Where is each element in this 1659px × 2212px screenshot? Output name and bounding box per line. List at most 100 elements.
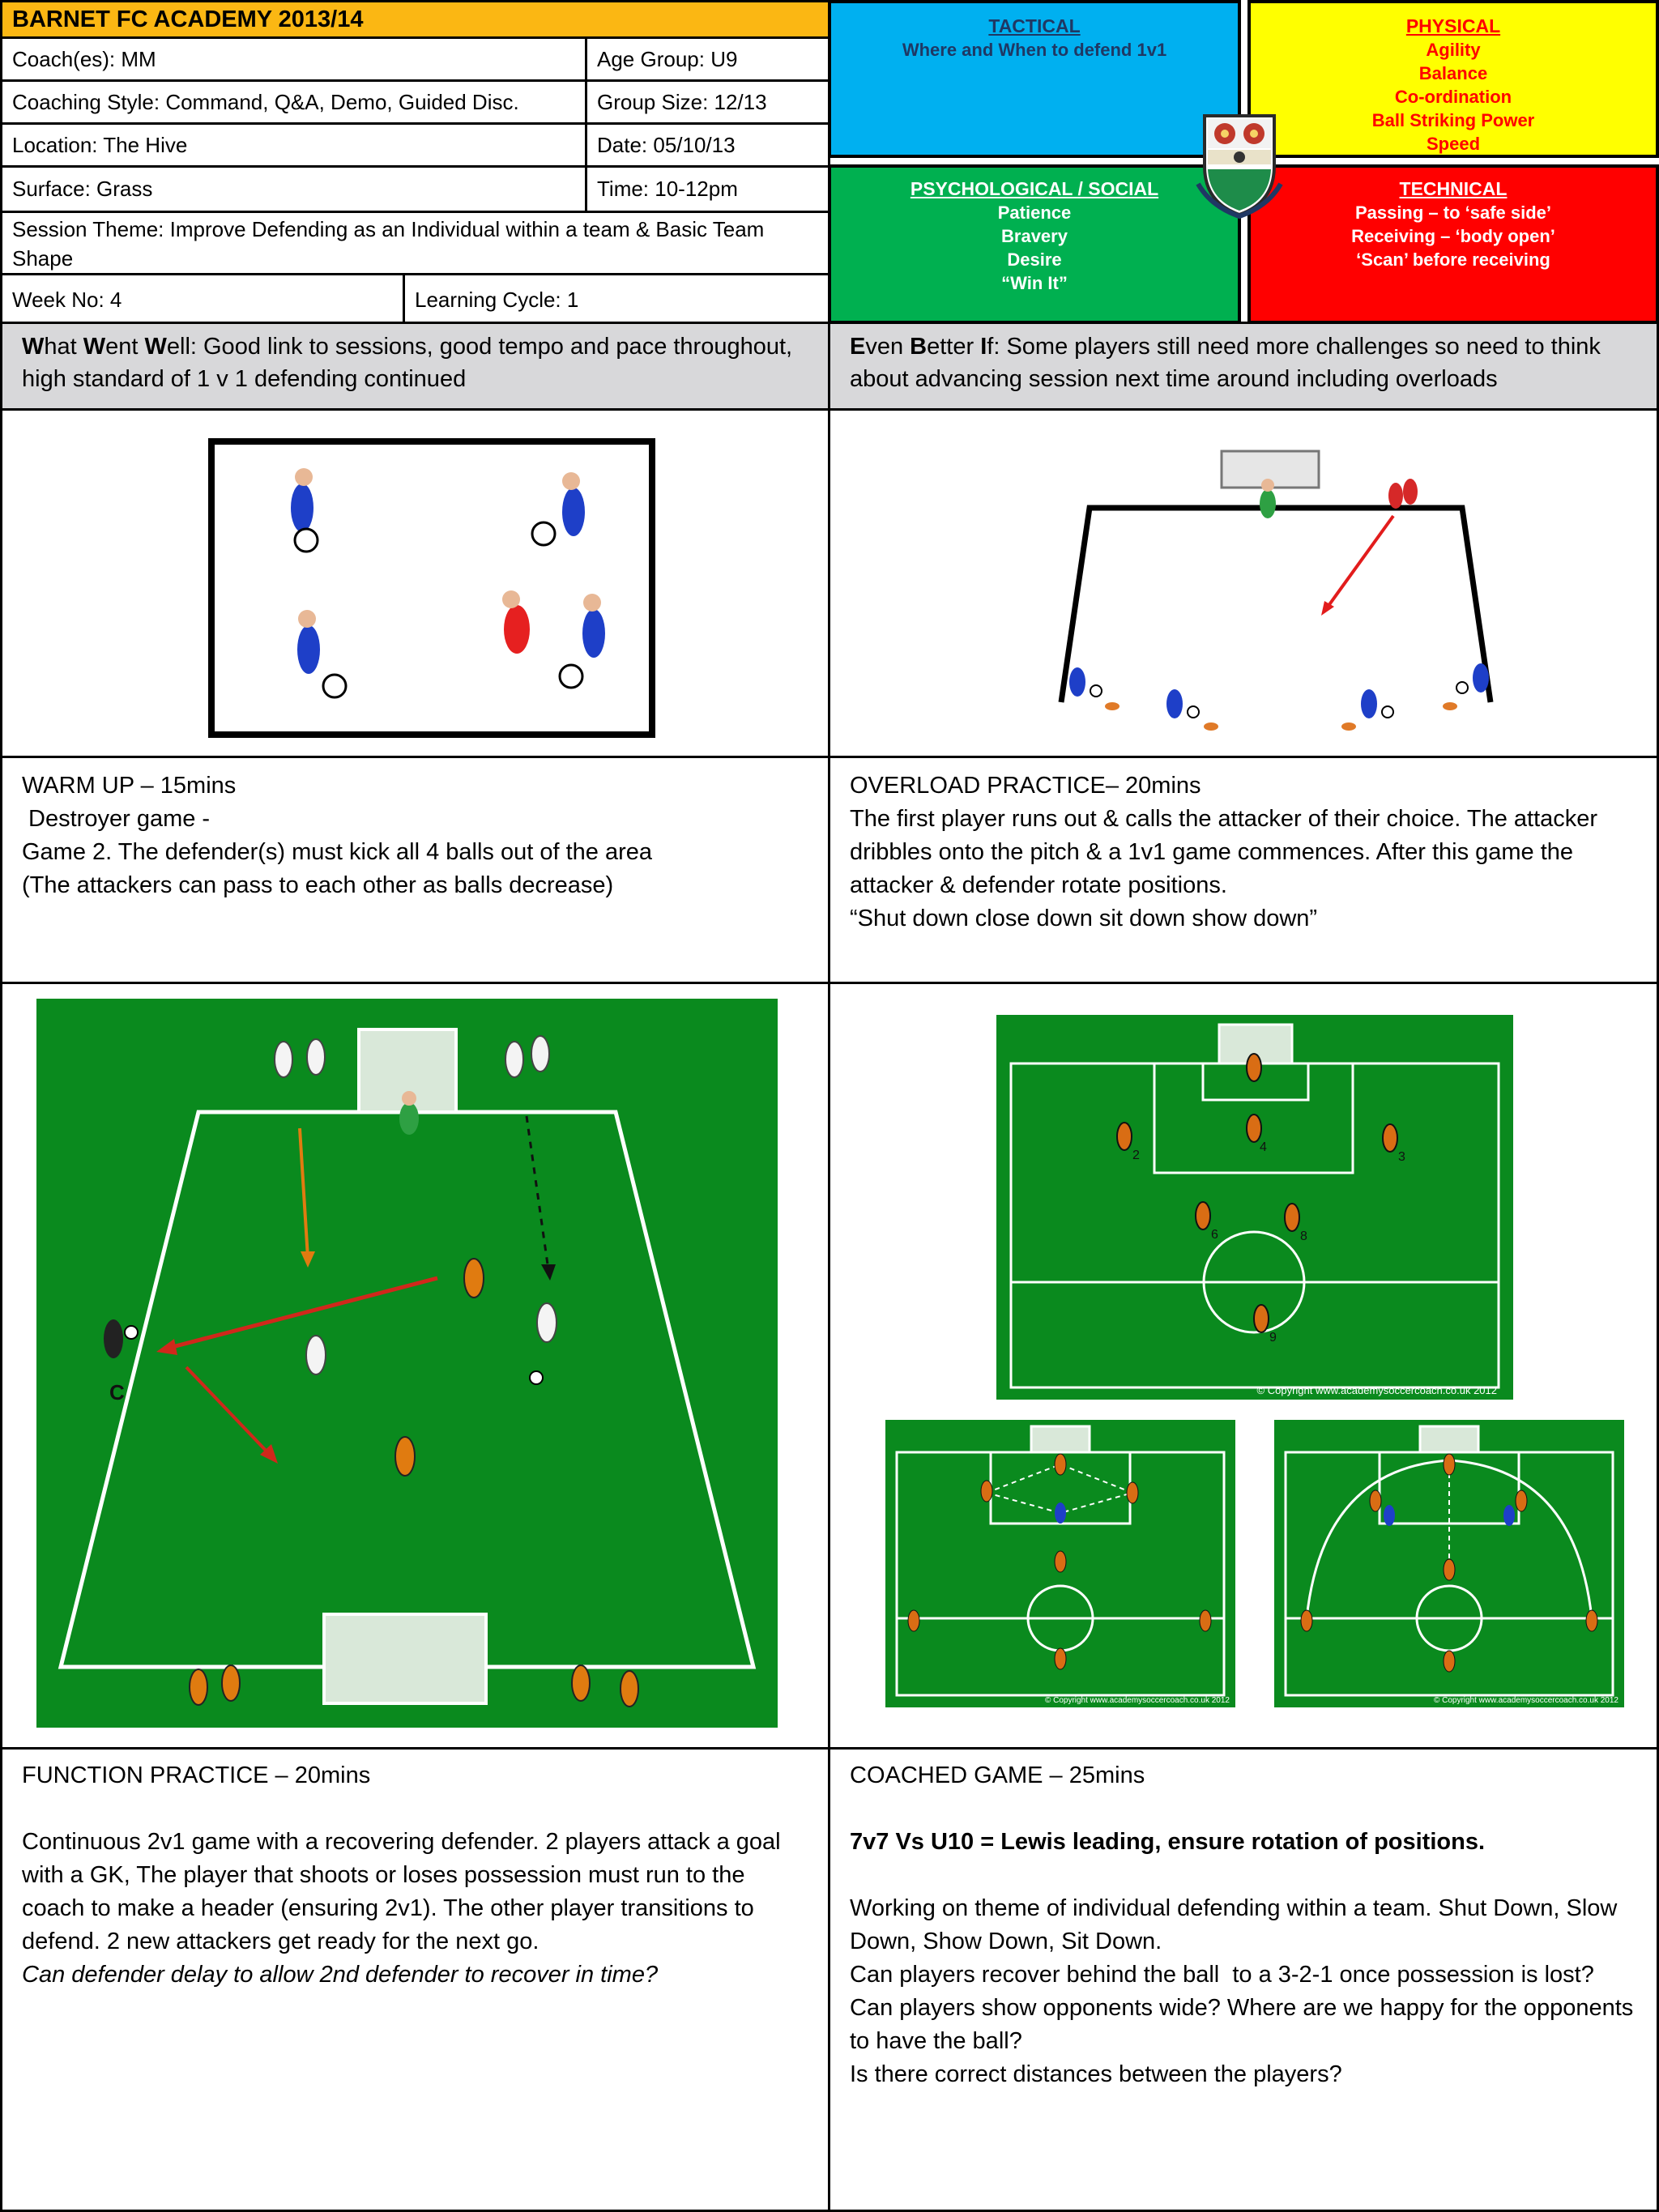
physical-line: Agility — [1426, 40, 1481, 60]
warm-up-description: WARM UP – 15mins Destroyer game - Game 2… — [0, 756, 830, 984]
overload-body: The first player runs out & calls the at… — [850, 806, 1598, 898]
www-text: : Good link to sessions, good tempo and … — [22, 334, 793, 392]
coached-question: Can players recover behind the ball to a… — [850, 1962, 1594, 1988]
technical-line: Passing – to ‘safe side’ — [1354, 202, 1552, 223]
player-white — [274, 1035, 557, 1375]
goal-icon — [1418, 1425, 1480, 1454]
coaching-style-field: Coaching Style: Command, Q&A, Demo, Guid… — [0, 79, 587, 125]
player-blue — [1384, 1505, 1515, 1526]
copyright-text: © Copyright www.academysoccercoach.co.uk… — [1434, 1696, 1618, 1705]
club-crest-logo — [1196, 114, 1283, 219]
physical-line: Co-ordination — [1394, 87, 1512, 107]
player-orange — [1116, 1053, 1398, 1333]
function-question: Can defender delay to allow 2nd defender… — [22, 1962, 659, 1988]
arrow-head — [260, 1444, 278, 1464]
goalkeeper-green — [1260, 479, 1276, 518]
run-arrow — [185, 1366, 273, 1458]
warm-up-heading: WARM UP – 15mins — [22, 773, 237, 799]
physical-title: PHYSICAL — [1405, 15, 1501, 36]
even-better-if: Even Better If: Some players still need … — [828, 322, 1659, 411]
cone-icon — [1105, 702, 1457, 731]
coach-label: C — [109, 1380, 125, 1404]
technical-box: TECHNICAL Passing – to ‘safe side’ Recei… — [1247, 164, 1659, 324]
function-description: FUNCTION PRACTICE – 20mins Continuous 2v… — [0, 1747, 830, 2212]
psychological-line: “Win It” — [1001, 273, 1068, 293]
copyright-text: © Copyright www.academysoccercoach.co.uk… — [1257, 1384, 1497, 1396]
ebi-initial: E — [850, 334, 866, 360]
player-blue — [297, 610, 320, 674]
coached-question: Is there correct distances between the p… — [850, 2061, 1342, 2087]
shape-diagram-right: © Copyright www.academysoccercoach.co.uk… — [1274, 1420, 1624, 1707]
player-number: 8 — [1300, 1230, 1307, 1243]
warm-up-line: Destroyer game - — [22, 806, 211, 832]
ebi-initial: I — [980, 334, 987, 360]
coached-body: Working on theme of individual defending… — [850, 1895, 1618, 1954]
age-group-field: Age Group: U9 — [585, 36, 830, 82]
time-field: Time: 10-12pm — [585, 165, 830, 213]
player-blue — [582, 594, 605, 658]
warm-up-line: Game 2. The defender(s) must kick all 4 … — [22, 839, 653, 865]
ball-icon — [322, 673, 348, 699]
www-word: ell — [166, 334, 190, 360]
ball-icon — [124, 1325, 139, 1340]
function-body: Continuous 2v1 game with a recovering de… — [22, 1829, 781, 1954]
psychological-line: Patience — [997, 202, 1072, 223]
warm-up-line: (The attackers can pass to each other as… — [22, 872, 614, 898]
ebi-word: ven — [865, 334, 911, 360]
goal-bottom — [322, 1613, 488, 1705]
psychological-box: PSYCHOLOGICAL / SOCIAL Patience Bravery … — [828, 164, 1241, 324]
coach-marker — [104, 1319, 123, 1358]
player-blue — [1069, 663, 1489, 718]
player-orange — [907, 1453, 1212, 1670]
www-initial: W — [144, 334, 167, 360]
physical-line: Balance — [1418, 63, 1488, 83]
player-blue — [562, 472, 585, 536]
overload-quote: “Shut down close down sit down show down… — [850, 906, 1318, 931]
coached-game-diagram-cell: 2 4 3 6 8 9 © Copyright www.academysocce… — [828, 982, 1659, 1750]
ball-icon — [531, 521, 557, 547]
player-number: 2 — [1132, 1149, 1140, 1162]
goal-icon — [1030, 1425, 1091, 1454]
overload-diagram-cell — [828, 408, 1659, 758]
function-practice-diagram: C — [36, 999, 778, 1728]
technical-line: ‘Scan’ before receiving — [1356, 249, 1550, 270]
overload-diagram — [1058, 450, 1494, 731]
player-number: 3 — [1398, 1150, 1405, 1164]
player-red — [1388, 479, 1418, 509]
www-initial: W — [83, 334, 106, 360]
player-red — [502, 590, 530, 654]
ebi-initial: B — [910, 334, 928, 360]
arrow-head — [156, 1339, 177, 1355]
run-arrow — [298, 1127, 309, 1259]
arrow-head — [541, 1264, 556, 1281]
date-field: Date: 05/10/13 — [585, 122, 830, 168]
function-heading: FUNCTION PRACTICE – 20mins — [22, 1762, 371, 1788]
arrow-head — [301, 1251, 315, 1268]
formation-diagram: 2 4 3 6 8 9 © Copyright www.academysocce… — [996, 1015, 1513, 1400]
copyright-text: © Copyright www.academysoccercoach.co.uk… — [1045, 1696, 1230, 1705]
function-diagram-cell: C — [0, 982, 830, 1750]
www-word: ent — [105, 334, 145, 360]
learning-cycle-field: Learning Cycle: 1 — [403, 273, 830, 328]
page-title: BARNET FC ACADEMY 2013/14 — [0, 0, 830, 39]
week-field: Week No: 4 — [0, 273, 405, 328]
www-initial: W — [22, 334, 45, 360]
overload-heading: OVERLOAD PRACTICE– 20mins — [850, 773, 1201, 799]
player-orange — [1300, 1453, 1598, 1673]
physical-box: PHYSICAL Agility Balance Co-ordination B… — [1247, 0, 1659, 158]
shape-diagram-left: © Copyright www.academysoccercoach.co.uk… — [885, 1420, 1235, 1707]
group-size-field: Group Size: 12/13 — [585, 79, 830, 125]
run-arrow — [165, 1276, 438, 1351]
ball-icon — [293, 527, 319, 553]
goalkeeper-green — [399, 1091, 419, 1135]
psychological-line: Desire — [1007, 249, 1062, 270]
physical-line: Ball Striking Power — [1371, 110, 1535, 130]
tactical-title: TACTICAL — [988, 15, 1081, 36]
ball-icon — [1090, 681, 1469, 718]
tactical-box: TACTICAL Where and When to defend 1v1 — [828, 0, 1241, 158]
coached-question: Can players show opponents wide? Where a… — [850, 1995, 1634, 2054]
overload-description: OVERLOAD PRACTICE– 20mins The first play… — [828, 756, 1659, 984]
coached-bold-line: 7v7 Vs U10 = Lewis leading, ensure rotat… — [850, 1829, 1486, 1855]
surface-field: Surface: Grass — [0, 165, 587, 213]
